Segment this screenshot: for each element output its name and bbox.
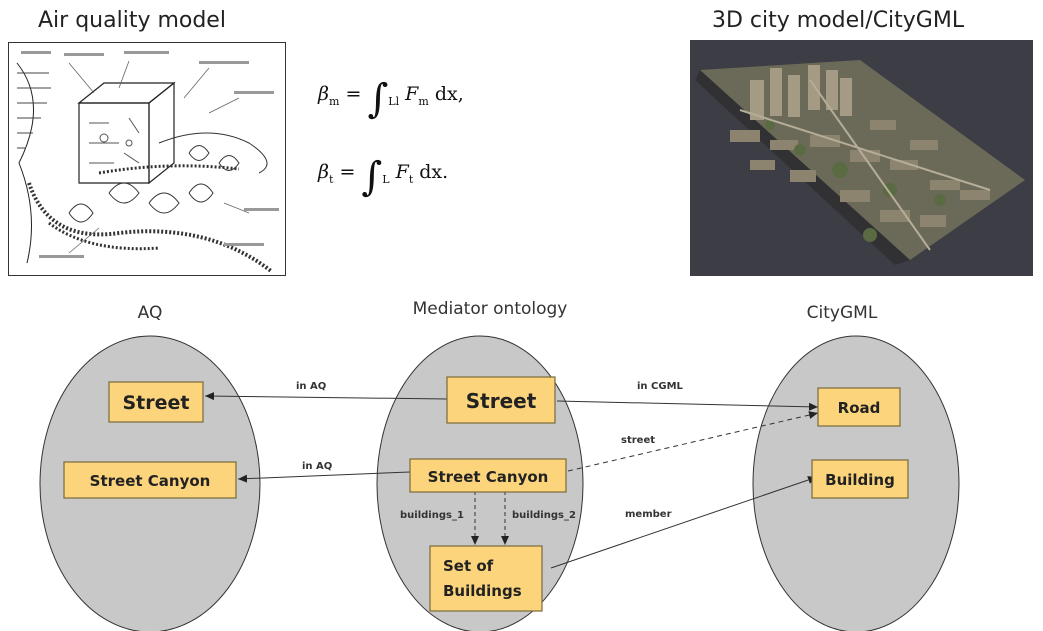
med-street-canyon-label: Street Canyon [428, 468, 549, 486]
in-cgml-edge [556, 400, 819, 411]
member-label: member [625, 509, 672, 520]
integral-icon: ∫ [367, 76, 389, 122]
cg-road-label: Road [838, 399, 881, 417]
ontology-mapping-diagram: AQ Mediator ontology CityGML in AQ in AQ… [39, 299, 960, 631]
med-set-of-buildings-node [429, 545, 543, 612]
cg-building-node [811, 459, 909, 499]
aq-street-canyon-node [63, 461, 237, 499]
aq-street-node [108, 381, 204, 423]
citygml-group-label: CityGML [807, 303, 878, 323]
buildings-1-label: buildings_1 [400, 510, 464, 521]
aq-street-label: Street [123, 392, 190, 414]
aq-street-canyon-label: Street Canyon [90, 472, 211, 490]
in-aq-edge-1 [204, 392, 448, 401]
med-street-canyon-node [409, 458, 567, 493]
med-set-of-buildings-label-line1: Set of [443, 557, 494, 575]
air-quality-schematic-image [8, 42, 286, 276]
buildings-2-label: buildings_2 [512, 510, 576, 521]
aq-group-label: AQ [138, 303, 163, 323]
beta-m-formula: βm = ∫Ll Fm dx, [318, 76, 464, 122]
med-set-of-buildings-label-line2: Buildings [443, 582, 522, 600]
air-quality-model-title: Air quality model [38, 8, 226, 33]
med-street-label: Street [466, 389, 537, 413]
in-aq-label-1: in AQ [296, 381, 326, 392]
member-edge [550, 476, 818, 569]
beta-t-formula: βt = ∫L Ft dx. [318, 154, 449, 200]
street-edge [567, 411, 819, 472]
mediator-group-label: Mediator ontology [413, 299, 568, 319]
street-label: street [621, 435, 655, 446]
in-aq-label-2: in AQ [302, 461, 332, 472]
med-street-node [446, 376, 556, 424]
city-model-title: 3D city model/CityGML [712, 8, 965, 33]
in-cgml-label: in CGML [637, 381, 684, 392]
city-model-render-image [690, 40, 1033, 276]
deposition-formulas: βm = ∫Ll Fm dx, βt = ∫L Ft dx. [318, 66, 518, 216]
cg-road-node [817, 387, 901, 427]
cg-building-label: Building [825, 471, 895, 489]
integral-icon: ∫ [361, 154, 383, 200]
in-aq-edge-2 [237, 471, 411, 483]
